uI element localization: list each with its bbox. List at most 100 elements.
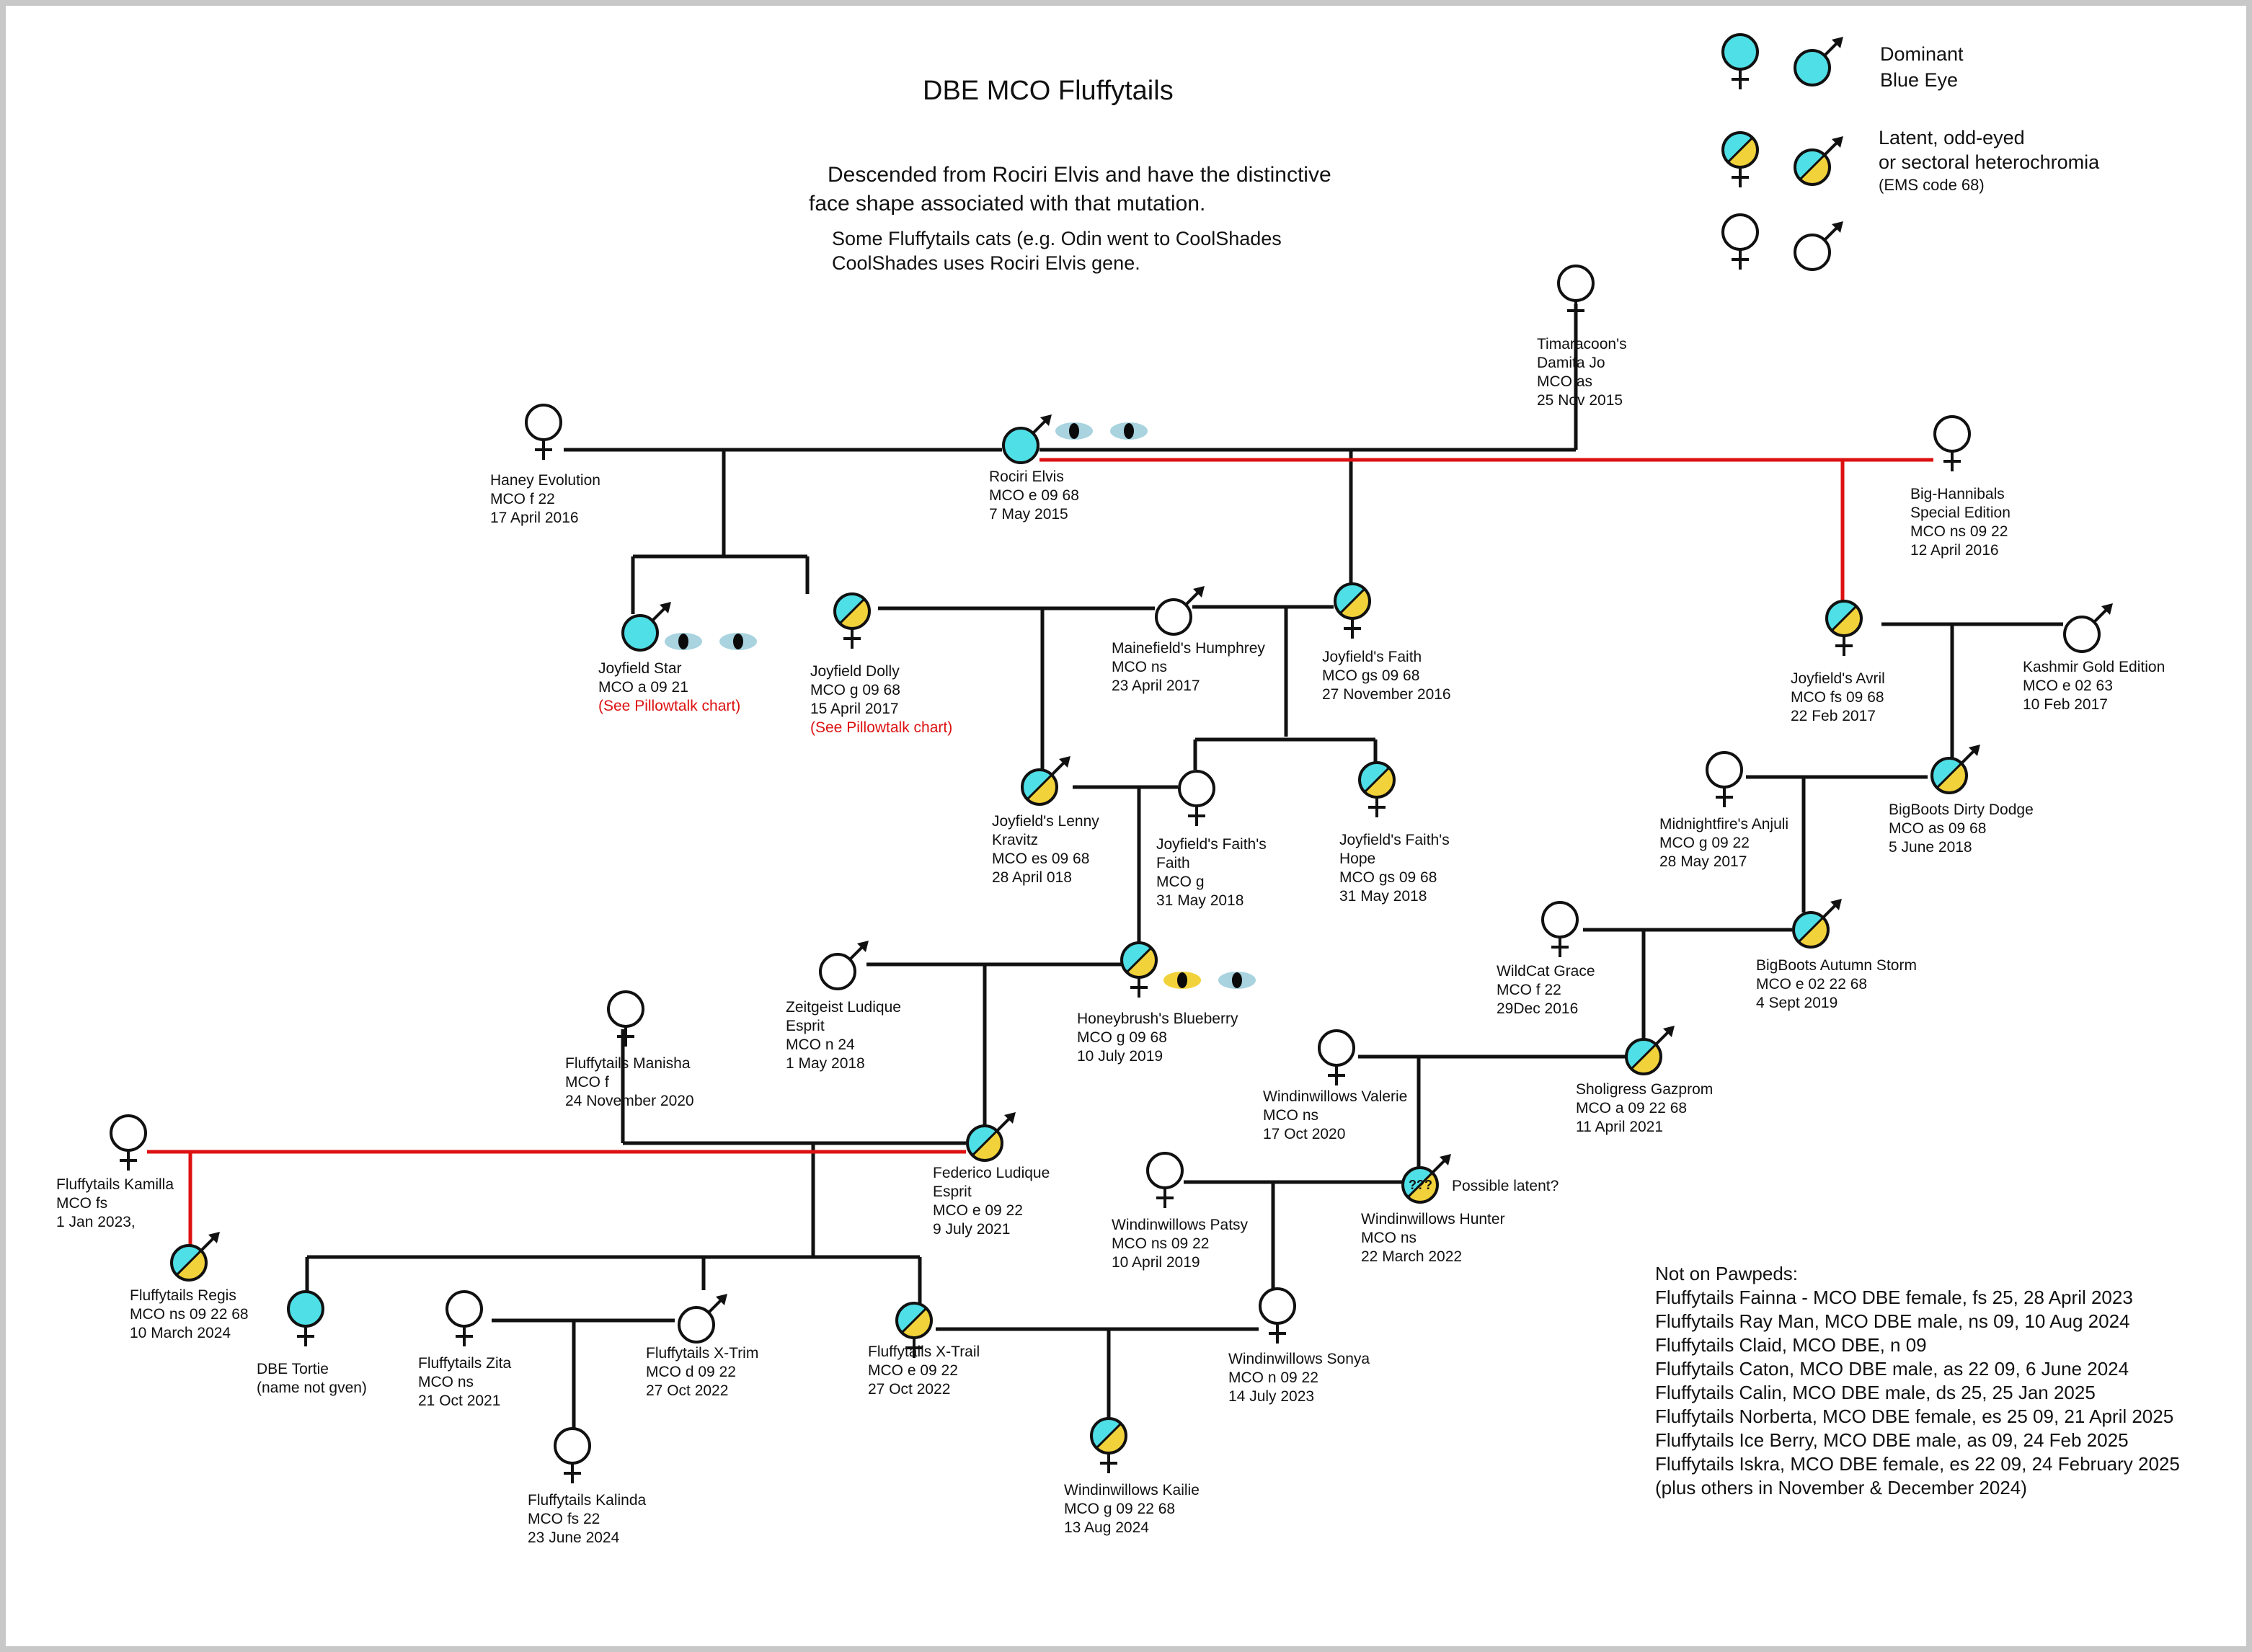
not-on-pawpeds-list: Not on Pawpeds: Fluffytails Fainna - MCO… [1655,1263,2180,1498]
male-none-cat-icon [1155,586,1205,636]
cat-label-line: MCO gs 09 68 [1322,667,1419,684]
female-none-cat-icon [525,404,562,460]
male-latent-cat-icon [1930,745,1980,794]
cat-label-line: Zeitgeist Ludique [786,999,901,1016]
cat-label-line: 27 Oct 2022 [646,1382,728,1399]
cat-label-line: Sholigress Gazprom [1576,1081,1713,1098]
cat-label-line: WildCat Grace [1497,963,1595,980]
cat-label-line: 28 April 018 [992,869,1072,886]
cat-label-line: Windinwillows Kailie [1064,1482,1200,1498]
male-latent-cat-icon [966,1112,1016,1162]
not-on-pawpeds-item: Fluffytails Ice Berry, MCO DBE male, as … [1655,1429,2129,1451]
cat-label-line: MCO es 09 68 [992,851,1089,867]
cat-label-line: Esprit [933,1184,972,1200]
male-dominant-cat-icon [1002,414,1052,464]
cat-label-line: MCO e 09 68 [989,487,1079,504]
chart-title: DBE MCO Fluffytails [923,76,1174,106]
cat-label-line: 15 April 2017 [810,701,899,717]
male-none-cat-icon [678,1294,727,1344]
cat-label-line: Damita Jo [1537,355,1605,371]
cat-label-line: Special Edition [1910,505,2011,521]
legend-latent-female-icon [1721,131,1759,187]
cat-label-line: MCO gs 09 68 [1339,869,1437,886]
not-on-pawpeds-item: Fluffytails Caton, MCO DBE male, as 22 0… [1655,1358,2129,1380]
cat-label-line: MCO f 22 [490,491,555,507]
cat-label-line: Joyfield's Avril [1791,670,1885,687]
cat-label-line: 21 Oct 2021 [418,1393,500,1409]
cat-label-line: Joyfield's Faith's [1156,836,1267,853]
cat-label-line: MCO g 09 22 [1659,835,1750,851]
cat-label-line: 31 May 2018 [1339,888,1427,905]
cat-label-line: MCO d 09 22 [646,1364,736,1380]
not-on-pawpeds-item: Fluffytails Iskra, MCO DBE female, es 22… [1655,1453,2180,1475]
cat-label-line: 23 June 2024 [528,1529,620,1546]
cat-label-line: (name not gven) [257,1380,367,1396]
cat-label-line: BigBoots Autumn Storm [1756,957,1917,974]
female-latent-cat-icon [1120,941,1158,998]
male-latent-cat-icon [1792,899,1842,949]
cat-label-line: MCO fs 22 [528,1511,600,1527]
cat-label-line: MCO ns [1263,1107,1318,1124]
cat-note: Possible latent? [1452,1178,1559,1194]
cat-label-line: Honeybrush's Blueberry [1077,1011,1238,1027]
cat-label-line: Fluffytails X-Trim [646,1345,758,1362]
cat-label-line: MCO ns 09 22 [1112,1235,1209,1252]
cat-label-line: 1 Jan 2023, [56,1214,136,1230]
cat-label-line: 7 May 2015 [989,506,1068,523]
cat-label-line: 9 July 2021 [933,1221,1010,1238]
cat-label-line: Fluffytails Regis [130,1287,236,1304]
cat-label-line: MCO as [1537,373,1592,390]
female-latent-cat-icon [1825,600,1863,656]
cat-label-line: DBE Tortie [257,1361,329,1377]
cat-label-line: 31 May 2018 [1156,892,1244,909]
cat-label-line: Fluffytails Kamilla [56,1176,174,1193]
description-line-4: CoolShades uses Rociri Elvis gene. [832,252,1140,274]
cat-label-line: Windinwillows Hunter [1361,1211,1505,1227]
female-none-cat-icon [607,990,644,1047]
female-none-cat-icon [1146,1152,1184,1208]
cat-label-line: MCO ns [1112,659,1167,675]
legend: Dominant Blue Eye Latent, odd-eyed or se… [1879,43,2100,194]
cat-label-line: MCO g [1156,874,1205,890]
cat-label-line: MCO f [565,1074,609,1091]
legend-dominant-male-icon [1794,37,1843,86]
cat-label-line: 25 Nov 2015 [1537,392,1623,409]
legend-none-male-icon [1794,221,1843,271]
cat-label-line: MCO ns 09 22 [1910,523,2008,540]
not-on-pawpeds-item: Fluffytails Norberta, MCO DBE female, es… [1655,1405,2173,1427]
cat-label-line: Faith [1156,855,1190,871]
cat-label-line: Haney Evolution [490,472,600,489]
cat-label-line: Joyfield Star [598,660,682,677]
cat-label-line: MCO ns [1361,1230,1417,1246]
cat-label-line: MCO e 02 63 [2023,678,2113,694]
cat-label-line: Kashmir Gold Edition [2023,659,2165,675]
possible-latent-mark: ??? [1409,1178,1432,1192]
cat-label-line: Rociri Elvis [989,468,1064,485]
female-none-cat-icon [1933,415,1971,471]
cat-label-line: MCO n 24 [786,1036,855,1053]
cat-label-line: BigBoots Dirty Dodge [1889,801,2034,818]
male-none-cat-icon [819,941,869,990]
female-latent-cat-icon [1358,761,1396,817]
female-dominant-cat-icon [287,1290,324,1346]
cat-label-line: Kravitz [992,832,1038,848]
male-none-cat-icon [2063,603,2113,653]
